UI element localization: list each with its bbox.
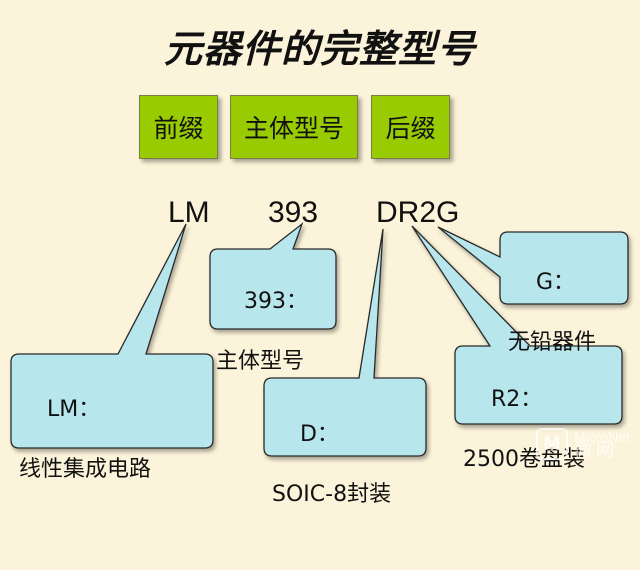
watermark-en: MicroNet <box>573 429 630 445</box>
suffix-box: 后缀 <box>371 95 450 159</box>
main-model-box: 主体型号 <box>230 95 358 159</box>
callout-main-line1: 393： <box>243 289 308 314</box>
callout-g-balloon <box>437 226 629 305</box>
prefix-box: 前缀 <box>139 95 218 159</box>
callout-d-line1: D： <box>299 422 339 447</box>
callout-main-line2: 主体型号 <box>216 349 305 374</box>
callout-lm-line1: LM： <box>46 397 101 422</box>
callout-shapes <box>10 222 629 457</box>
micronet-logo-icon: M <box>535 428 568 460</box>
part-suffix: DR2G <box>376 196 460 229</box>
watermark-zh: 微网 <box>573 440 618 461</box>
callout-lm-line2: 线性集成电路 <box>19 457 152 482</box>
part-main: 393 <box>268 196 319 229</box>
callout-main-balloon <box>209 222 337 330</box>
watermark: M MicroNet 微网 <box>535 428 630 461</box>
callout-main-text: 393： 主体型号 <box>216 257 308 437</box>
slide-title: 元器件的完整型号 <box>163 27 476 71</box>
callout-d-balloon <box>263 228 427 457</box>
callout-g-line1: G： <box>535 270 576 295</box>
callout-d-text: D： SOIC-8封装 <box>272 390 391 570</box>
part-prefix: LM <box>168 196 210 229</box>
watermark-text: MicroNet 微网 <box>573 429 630 461</box>
slide: 元器件的完整型号 前缀 主体型号 后缀 LM 393 DR2G 393： 主体型… <box>10 27 630 507</box>
callout-g-line2: 无铅器件 <box>508 330 597 355</box>
callout-lm-balloon <box>10 223 214 449</box>
callout-d-line2: SOIC-8封装 <box>272 482 392 507</box>
callout-g-text: G： 无铅器件 <box>508 238 596 418</box>
callout-r2-balloon <box>411 225 623 425</box>
callout-lm-text: LM： 线性集成电路 <box>19 365 151 545</box>
callout-r2-line1: R2： <box>490 387 543 412</box>
